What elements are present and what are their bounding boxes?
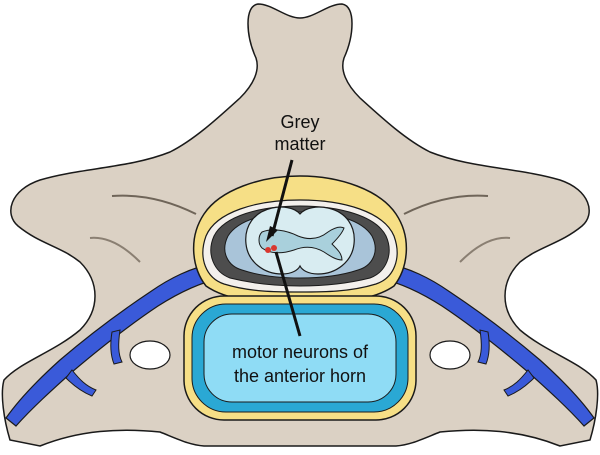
grey-matter-pointer	[270, 159, 294, 237]
motor-neuron-dot-1	[265, 247, 271, 253]
grey-matter-arrowhead	[266, 226, 278, 242]
grey-matter-label-line2: matter	[274, 134, 325, 154]
lamina-left-ridge	[111, 194, 197, 215]
motor-neurons-label-line1: motor neurons of	[232, 342, 369, 362]
motor-neurons-label-line2: the anterior horn	[234, 366, 366, 386]
disc-nucleus	[203, 313, 397, 403]
foramen-left	[129, 340, 171, 370]
lamina-right-ridge	[403, 194, 489, 215]
motor-neuron-dot-2	[271, 245, 277, 251]
grey-matter-label-line1: Grey	[280, 112, 319, 132]
transverse-process-left-ridge	[89, 236, 141, 263]
transverse-process-right-ridge	[459, 236, 511, 263]
foramen-right	[429, 340, 471, 370]
motor-neurons-pointer	[274, 251, 302, 337]
